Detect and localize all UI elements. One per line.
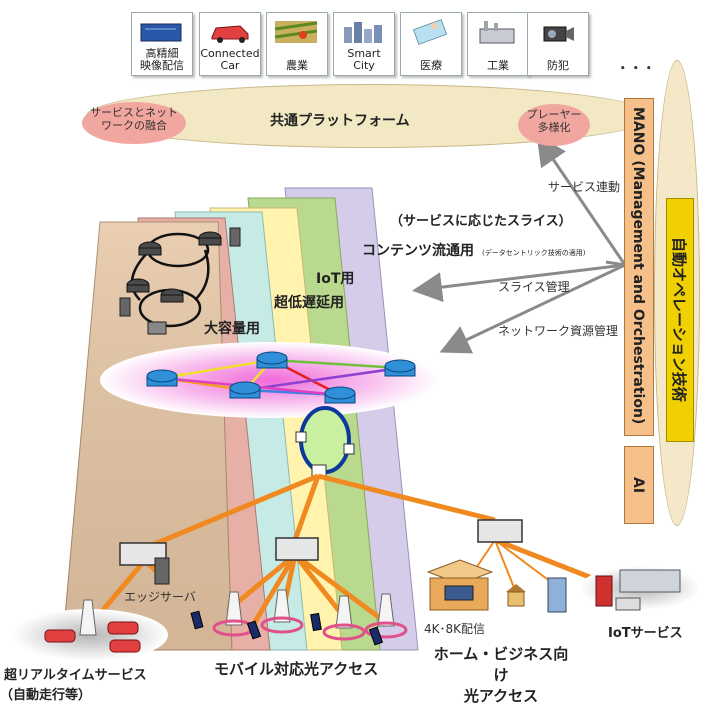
- farm-icon: [274, 21, 318, 43]
- service-connected-car: Connected Car: [199, 12, 261, 76]
- ai-box: [624, 446, 654, 524]
- resource-mgmt-label: ネットワーク資源管理: [498, 324, 619, 338]
- slice-low-latency-label: 超低遅延用: [274, 295, 344, 311]
- medical-icon: [412, 19, 448, 45]
- car-icon: [211, 25, 249, 43]
- antenna-towers: [79, 589, 395, 636]
- slice-large-capacity-label: 大容量用: [204, 321, 260, 337]
- service-security: 防犯: [527, 12, 589, 76]
- city-icon: [344, 22, 382, 43]
- auto-ops-label: 自動オペレーション技術: [670, 236, 688, 402]
- ai-label: AI: [630, 476, 646, 494]
- service-medical: 医療: [400, 12, 462, 76]
- slice-contents-note: (データセントリック技術の適用): [482, 249, 586, 257]
- mobile-phones: [190, 610, 384, 646]
- camera-icon: [543, 26, 574, 42]
- cars: [44, 621, 141, 653]
- edge-server: [154, 557, 170, 585]
- video-screen-icon: [140, 23, 182, 42]
- platform-title: 共通プラットフォーム: [270, 113, 410, 129]
- slice-contents-label: コンテンツ流通用: [362, 243, 474, 259]
- service-label: 農業: [286, 59, 308, 72]
- slices-header: （サービスに応じたスライス）: [390, 214, 572, 229]
- hd-delivery-label: 4K･8K配信: [424, 622, 486, 636]
- realtime-label: 超リアルタイムサービス: [4, 668, 147, 683]
- realtime-sublabel: （自動走行等）: [0, 688, 92, 703]
- platform-right-badge-text: プレーヤー 多様化: [526, 108, 582, 134]
- small-house: [506, 584, 526, 607]
- mano-arrows: [412, 135, 627, 354]
- service-hd-video: 高精細 映像配信: [131, 12, 193, 76]
- edge-server-label: エッジサーバ: [124, 590, 196, 604]
- service-label: 工業: [487, 59, 509, 72]
- mobile-access-label: モバイル対応光アクセス: [214, 660, 379, 678]
- slice-iot-label: IoT用: [316, 271, 355, 287]
- slice-mgmt-label: スライス管理: [498, 280, 570, 294]
- platform-left-badge: [82, 102, 186, 144]
- service-label: 高精細 映像配信: [140, 47, 184, 72]
- service-industry: 工業: [467, 12, 529, 76]
- service-label: Smart City: [347, 47, 381, 72]
- office-building: [547, 577, 567, 613]
- platform-right-badge: [518, 104, 590, 146]
- service-label: Connected Car: [200, 47, 260, 72]
- more-services-ellipsis: ．．．: [618, 50, 667, 74]
- large-capacity-network: [119, 227, 241, 335]
- factory-icon: [479, 21, 515, 44]
- auto-ops-box: [666, 198, 694, 442]
- platform-left-badge-text: サービスとネット ワークの融合: [90, 106, 178, 132]
- service-label: 医療: [420, 59, 442, 72]
- service-agriculture: 農業: [266, 12, 328, 76]
- service-smart-city: Smart City: [333, 12, 395, 76]
- iot-service-label: IoTサービス: [608, 626, 683, 641]
- iot-factory: [595, 569, 681, 611]
- access-ring: [299, 406, 351, 474]
- mano-box: [624, 98, 654, 436]
- service-label: 防犯: [547, 59, 569, 72]
- mano-label: MANO (Management and Orchestration): [630, 107, 646, 425]
- service-link-label: サービス連動: [548, 180, 621, 194]
- home-box: [426, 559, 494, 611]
- core-routers: [146, 351, 416, 404]
- home-business-label: ホーム・ビジネス向け 光アクセス: [433, 645, 569, 705]
